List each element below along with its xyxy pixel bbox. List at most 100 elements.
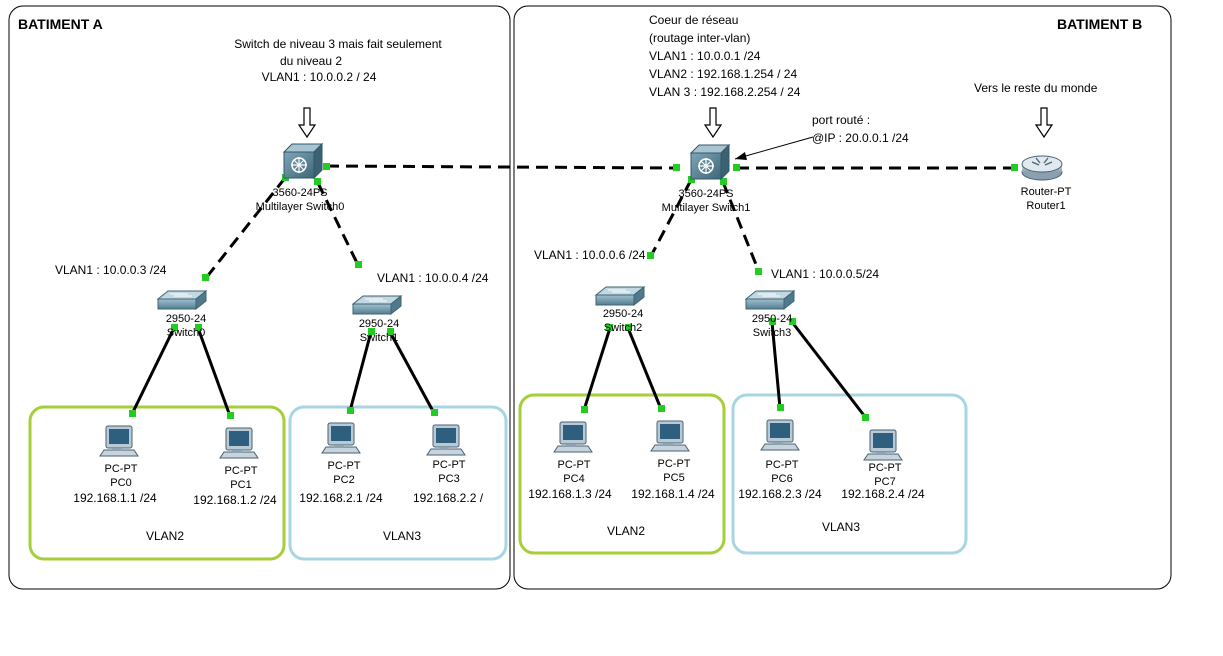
port-light: [227, 412, 234, 419]
link-mls0-mls1: [326, 164, 678, 170]
port-light: [1011, 164, 1018, 171]
router-model: Router-PT: [1021, 186, 1072, 198]
vlan3-label-a: VLAN3: [383, 529, 421, 543]
vlan2-group-a: [28, 405, 286, 561]
vlan2-label-a: VLAN2: [146, 529, 184, 543]
pc1-ip: 192.168.1.2 /24: [193, 493, 277, 507]
port-light: [171, 324, 178, 331]
pc7-ip: 192.168.2.4 /24: [841, 487, 925, 501]
pc6-labels: PC-PT PC6 192.168.2.3 /24: [738, 459, 822, 501]
pc6-icon[interactable]: [760, 419, 800, 451]
access-links: [130, 321, 868, 419]
switch0-ip: VLAN1 : 10.0.0.3 /24: [55, 263, 167, 277]
port-light: [202, 274, 209, 281]
pc2-labels: PC-PT PC2 192.168.2.1 /24: [299, 460, 383, 505]
link-sw1-pc3: [388, 331, 436, 414]
vlan2-label-b: VLAN2: [607, 524, 645, 538]
note-line: (routage inter-vlan): [649, 31, 750, 45]
pc5-name: PC5: [663, 472, 684, 484]
multilayer-switch0-icon[interactable]: [283, 143, 323, 179]
pc5-icon[interactable]: [650, 420, 690, 452]
link-sw1-pc2: [348, 331, 373, 412]
pc7-model: PC-PT: [869, 462, 902, 474]
port-light: [647, 252, 654, 259]
pc3-icon[interactable]: [426, 424, 466, 456]
link-mls1-sw2: [649, 179, 693, 257]
pc7-name: PC7: [874, 476, 895, 488]
switch1-ip: VLAN1 : 10.0.0.4 /24: [377, 271, 489, 285]
switch1-name: Switch1: [360, 332, 399, 344]
pc6-model: PC-PT: [766, 459, 799, 471]
port-light: [355, 261, 362, 268]
pc1-model: PC-PT: [225, 465, 258, 477]
pc2-ip: 192.168.2.1 /24: [299, 491, 383, 505]
routed-port-pointer: [734, 136, 814, 160]
pc0-ip: 192.168.1.1 /24: [73, 491, 157, 505]
port-light: [581, 406, 588, 413]
switch2-name: Switch2: [604, 322, 643, 334]
switch1-model: 2950-24: [359, 318, 399, 330]
building-a-frame: [8, 5, 511, 590]
pc4-labels: PC-PT PC4 192.168.1.3 /24: [528, 459, 612, 501]
link-sw0-pc0: [130, 327, 176, 415]
link-sw0-pc1: [196, 327, 232, 417]
pc4-ip: 192.168.1.3 /24: [528, 487, 612, 501]
port-light: [431, 409, 438, 416]
router-icon[interactable]: [1021, 155, 1063, 181]
link-sw2-pc5: [626, 327, 663, 410]
mls0-name: Multilayer Switch0: [256, 201, 345, 213]
switch2-icon[interactable]: [595, 286, 645, 306]
link-sw3-pc7: [790, 321, 868, 419]
port-light: [658, 405, 665, 412]
pc4-icon[interactable]: [553, 421, 593, 453]
pc3-model: PC-PT: [433, 459, 466, 471]
port-light: [862, 414, 869, 421]
pc0-icon[interactable]: [99, 425, 139, 457]
switch3-icon[interactable]: [745, 290, 795, 310]
building-b-title: BATIMENT B: [1057, 16, 1142, 32]
pc7-labels: PC-PT PC7 192.168.2.4 /24: [841, 462, 925, 501]
routed-port-pointer-head: [735, 152, 747, 160]
multilayer-switch1-icon[interactable]: [690, 144, 730, 180]
pc2-model: PC-PT: [328, 460, 361, 472]
down-arrow-icon: [298, 107, 316, 138]
note-line: du niveau 2: [280, 54, 342, 68]
pc2-icon[interactable]: [321, 422, 361, 454]
routed-port-note-line1: port routé :: [812, 113, 870, 127]
switch1-icon[interactable]: [352, 295, 402, 315]
vlan3-label-b: VLAN3: [822, 520, 860, 534]
pc5-labels: PC-PT PC5 192.168.1.4 /24: [631, 458, 715, 501]
vlan3-group-a: [288, 405, 508, 561]
note-line: VLAN2 : 192.168.1.254 / 24: [649, 67, 797, 81]
pc0-model: PC-PT: [105, 463, 138, 475]
port-light: [673, 164, 680, 171]
mls1-name: Multilayer Switch1: [662, 202, 751, 214]
port-light: [733, 164, 740, 171]
port-light: [368, 328, 375, 335]
down-arrow-icon: [1035, 107, 1053, 138]
switch0-model: 2950-24: [166, 313, 206, 325]
router-name: Router1: [1026, 200, 1065, 212]
note-line: VLAN1 : 10.0.0.2 / 24: [262, 70, 377, 84]
port-light: [606, 324, 613, 331]
port-light: [129, 410, 136, 417]
port-light: [625, 324, 632, 331]
building-a-title: BATIMENT A: [18, 16, 103, 32]
link-mls0-sw0: [204, 177, 287, 279]
pc1-icon[interactable]: [219, 427, 259, 459]
pc6-name: PC6: [771, 473, 792, 485]
port-light: [347, 407, 354, 414]
world-note: Vers le reste du monde: [974, 81, 1098, 95]
pc3-ip: 192.168.2.2 /: [413, 491, 484, 505]
pc3-name: PC3: [438, 473, 459, 485]
down-arrow-icon: [704, 107, 722, 138]
pc6-ip: 192.168.2.3 /24: [738, 487, 822, 501]
port-light: [314, 178, 321, 185]
pc3-labels: PC-PT PC3 192.168.2.2 /: [413, 459, 484, 505]
port-light: [720, 178, 727, 185]
routed-port-note-line2: @IP : 20.0.0.1 /24: [812, 131, 909, 145]
switch0-name: Switch0: [167, 327, 206, 339]
switch0-icon[interactable]: [157, 290, 207, 310]
pc7-icon[interactable]: [863, 429, 903, 461]
